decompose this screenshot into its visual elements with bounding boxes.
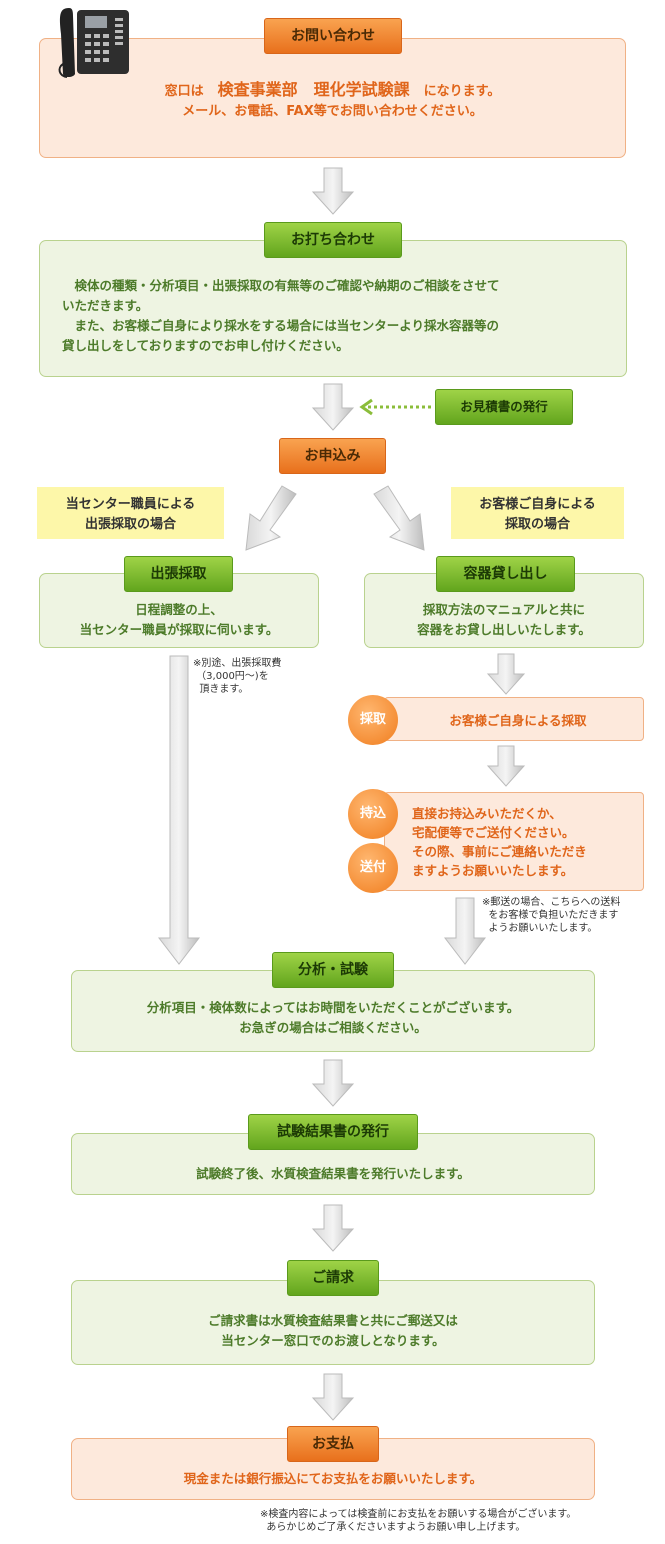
meeting-line1: 検体の種類・分析項目・出張採取の有無等のご確認や納期のご相談をさせて: [62, 278, 500, 293]
onsite-note: ※別途、出張採取費 （3,000円～)を 頂きます。: [193, 658, 282, 695]
down-arrow-icon: [311, 167, 355, 215]
quote-label: お見積書の発行: [435, 389, 573, 425]
dotted-arrow-icon: [359, 398, 432, 416]
analysis-line2: お急ぎの場合はご相談ください。: [239, 1020, 427, 1035]
contact-prefix: 窓口は: [164, 84, 204, 99]
down-arrow-icon: [311, 1204, 355, 1252]
delivery-note: ※郵送の場合、こちらへの送料 をお客様で負担いただきます ようお願いいたします。: [482, 897, 621, 934]
billing-title: ご請求: [287, 1260, 379, 1296]
meeting-title: お打ち合わせ: [264, 222, 402, 258]
container-line2: 容器をお貸し出しいたします。: [417, 622, 591, 637]
report-title: 試験結果書の発行: [248, 1114, 418, 1150]
contact-title: お問い合わせ: [264, 18, 402, 54]
onsite-line1: 日程調整の上、: [135, 602, 223, 617]
delivery-line2: 宅配便等でご送付ください。: [412, 825, 575, 840]
branch-left-line2: 出張採取の場合: [84, 517, 176, 532]
contact-dept: 検査事業部 理化学試験課: [217, 80, 410, 99]
onsite-line2: 当センター職員が採取に伺います。: [79, 622, 279, 637]
contact-line2: メール、お電話、FAX等でお問い合わせください。: [182, 104, 483, 119]
delivery-line4: ますようお願いいたします。: [412, 863, 574, 878]
phone-icon: [55, 4, 130, 80]
down-arrow-icon: [486, 653, 526, 695]
down-arrow-icon: [311, 1059, 355, 1107]
payment-line1: 現金または銀行振込にてお支払をお願いいたします。: [183, 1471, 483, 1486]
down-arrow-icon: [443, 897, 487, 965]
container-line1: 採取方法のマニュアルと共に: [422, 602, 586, 617]
meeting-box: [39, 240, 627, 377]
branch-left-line1: 当センター職員による: [65, 497, 196, 512]
down-arrow-icon: [311, 1373, 355, 1421]
onsite-title: 出張採取: [124, 556, 233, 592]
delivery-box: [384, 792, 644, 891]
delivery-circle-bring: 持込: [348, 789, 398, 839]
sampling-box: [384, 697, 644, 741]
payment-note: ※検査内容によっては検査前にお支払をお願いする場合がございます。 あらかじめご了…: [260, 1509, 577, 1533]
diagonal-arrow-left-icon: [245, 485, 297, 551]
branch-right-line1: お客様ご自身による: [479, 497, 596, 512]
down-arrow-icon: [311, 383, 355, 431]
contact-suffix: になります。: [423, 84, 501, 99]
contact-box: [39, 38, 626, 158]
delivery-circle-send: 送付: [348, 843, 398, 893]
sampling-text: お客様ご自身による採取: [449, 713, 587, 728]
long-down-arrow-icon: [157, 655, 201, 965]
meeting-line4: 貸し出しをしておりますのでお申し付けください。: [62, 338, 349, 353]
meeting-line2: いただきます。: [62, 298, 149, 313]
meeting-line3: また、お客様ご自身により採水をする場合には当センターより採水容器等の: [62, 318, 500, 333]
billing-line1: ご請求書は水質検査結果書と共にご郵送又は: [208, 1313, 458, 1328]
payment-title: お支払: [287, 1426, 379, 1462]
delivery-line1: 直接お持込みいただくか、: [412, 806, 562, 821]
delivery-line3: その際、事前にご連絡いただき: [412, 844, 587, 859]
analysis-line1: 分析項目・検体数によってはお時間をいただくことがございます。: [146, 1000, 520, 1015]
container-title: 容器貸し出し: [436, 556, 575, 592]
apply-title: お申込み: [279, 438, 386, 474]
analysis-title: 分析・試験: [272, 952, 394, 988]
branch-right: お客様ご自身による 採取の場合: [451, 487, 624, 539]
diagonal-arrow-right-icon: [373, 485, 425, 551]
branch-right-line2: 採取の場合: [504, 517, 570, 532]
billing-line2: 当センター窓口でのお渡しとなります。: [221, 1333, 445, 1348]
down-arrow-icon: [486, 745, 526, 787]
sampling-circle: 採取: [348, 695, 398, 745]
branch-left: 当センター職員による 出張採取の場合: [37, 487, 224, 539]
report-line1: 試験終了後、水質検査結果書を発行いたします。: [196, 1166, 470, 1181]
